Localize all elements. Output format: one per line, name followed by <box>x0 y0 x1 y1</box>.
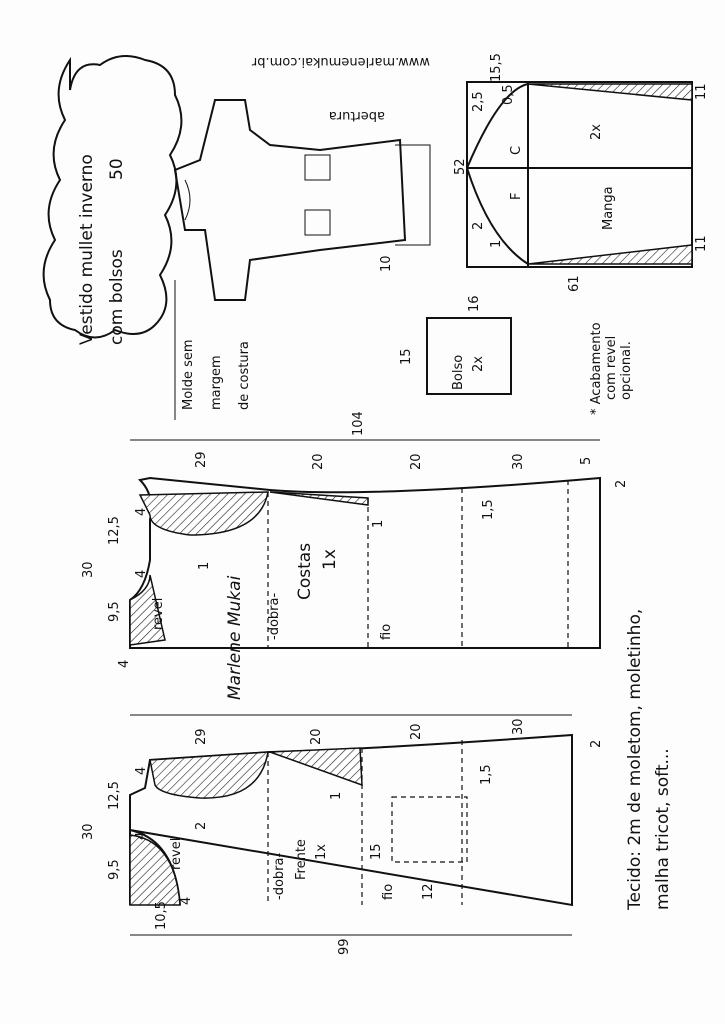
title-line1: Vestido mullet inverno <box>77 154 97 345</box>
front-shoulder: 12,5 <box>107 781 122 810</box>
front-seg2b: 20 <box>409 723 424 740</box>
pocket-pattern: Bolso 2x 15 16 <box>399 295 512 395</box>
back-seg-end: 5 <box>579 457 594 465</box>
dress-sketch: abertura 10 <box>173 99 431 301</box>
front-grain: fio <box>381 884 396 900</box>
back-seg1: 29 <box>194 451 209 468</box>
front-neck-small: 4 <box>134 832 149 840</box>
finish-note-line3: opcional. <box>619 341 634 400</box>
back-neck-small: 4 <box>134 570 149 578</box>
back-half-width: 30 <box>81 561 96 578</box>
back-fold: -dobra- <box>267 593 282 640</box>
back-neck-small2: 4 <box>117 660 132 668</box>
seam-note-line1: Molde sem <box>181 339 196 410</box>
back-seg2: 20 <box>311 453 326 470</box>
back-qty: 1x <box>320 549 340 570</box>
back-side: 1 <box>371 520 386 528</box>
title-cloud: Vestido mullet inverno com bolsos 50 <box>42 55 183 345</box>
front-seg1: 29 <box>194 728 209 745</box>
sleeve-curve-back-1: 2,5 <box>471 91 486 112</box>
back-total-length: 104 <box>351 411 366 436</box>
sleeve-width: 52 <box>453 158 468 175</box>
sketch-opening-label: abertura <box>329 108 385 123</box>
sleeve-length: 61 <box>567 275 582 292</box>
fabric-note-line1: Tecido: 2m de moletom, moletinho, <box>625 609 645 911</box>
sleeve-cuff-left: 11 <box>694 83 709 100</box>
front-pattern: Frente 1x -dobra- fio 99 29 20 20 30 2 3… <box>81 714 604 955</box>
back-shoulder: 12,5 <box>107 516 122 545</box>
seam-note-line3: de costura <box>237 341 252 410</box>
seam-note: Molde sem margem de costura <box>174 280 252 420</box>
front-name: Frente <box>294 839 309 880</box>
sleeve-front-label: F <box>509 193 524 200</box>
sleeve-curve-back-2: 0,5 <box>501 84 516 105</box>
pocket-qty: 2x <box>471 356 486 372</box>
front-side: 1 <box>329 792 344 800</box>
front-half-width: 30 <box>81 823 96 840</box>
sleeve-pattern: Manga 2x C F 52 15,5 61 11 11 2,5 0,5 2 … <box>453 53 709 292</box>
front-facing: revel <box>169 838 184 870</box>
front-pocket-pos: 15 <box>369 843 384 860</box>
sleeve-cuff-right: 11 <box>694 235 709 252</box>
sleeve-name: Manga <box>601 186 616 230</box>
fabric-note-line2: malha tricot, soft... <box>653 748 673 910</box>
front-top4: 4 <box>134 767 149 775</box>
front-hem-rise: 2 <box>589 740 604 748</box>
back-seg3: 30 <box>511 453 526 470</box>
finish-note-line2: com revel <box>604 336 619 400</box>
front-seg3: 30 <box>511 718 526 735</box>
pocket-height: 16 <box>467 295 482 312</box>
title-line2: com bolsos <box>107 249 127 345</box>
back-seg2b: 20 <box>409 453 424 470</box>
finish-note: * Acabamento com revel opcional. <box>589 322 634 415</box>
sketch-hem-measure: 10 <box>379 255 394 272</box>
sleeve-top-width: 15,5 <box>489 53 504 82</box>
sleeve-back-label: C <box>509 146 524 155</box>
sleeve-qty: 2x <box>589 124 604 140</box>
back-hem-rise: 2 <box>614 480 629 488</box>
back-grain: fio <box>379 624 394 640</box>
fabric-note: Tecido: 2m de moletom, moletinho, malha … <box>625 609 673 911</box>
sleeve-curve-front-1: 2 <box>471 222 486 230</box>
front-qty: 1x <box>314 844 329 860</box>
front-armhole: 2 <box>194 822 209 830</box>
back-top4: 4 <box>134 508 149 516</box>
front-side2: 1,5 <box>479 764 494 785</box>
sleeve-curve-front-2: 1 <box>489 240 504 248</box>
signature: Marlene Mukai <box>225 575 245 700</box>
back-armhole: 1 <box>197 562 212 570</box>
front-neck-bottom: 4 <box>179 897 194 905</box>
title-size: 50 <box>107 158 127 180</box>
back-neck-depth: 9,5 <box>107 601 122 622</box>
front-neck-depth: 9,5 <box>107 859 122 880</box>
back-pattern: Costas 1x -dobra- fio 104 29 20 20 30 5 … <box>81 411 629 668</box>
back-side2: 1,5 <box>481 499 496 520</box>
front-fold: -dobra- <box>272 853 287 900</box>
front-total-length: 99 <box>337 938 352 955</box>
finish-note-line1: * Acabamento <box>589 322 604 415</box>
seam-note-line2: margem <box>209 355 224 410</box>
back-name: Costas <box>295 543 315 600</box>
front-pocket-pos2: 12 <box>421 883 436 900</box>
pocket-name: Bolso <box>451 355 466 390</box>
front-neck-width: 10,5 <box>154 901 169 930</box>
website: www.marlenemukai.com.br <box>251 54 430 69</box>
front-seg2: 20 <box>309 728 324 745</box>
pocket-width: 15 <box>399 348 414 365</box>
back-facing: revel <box>151 598 166 630</box>
